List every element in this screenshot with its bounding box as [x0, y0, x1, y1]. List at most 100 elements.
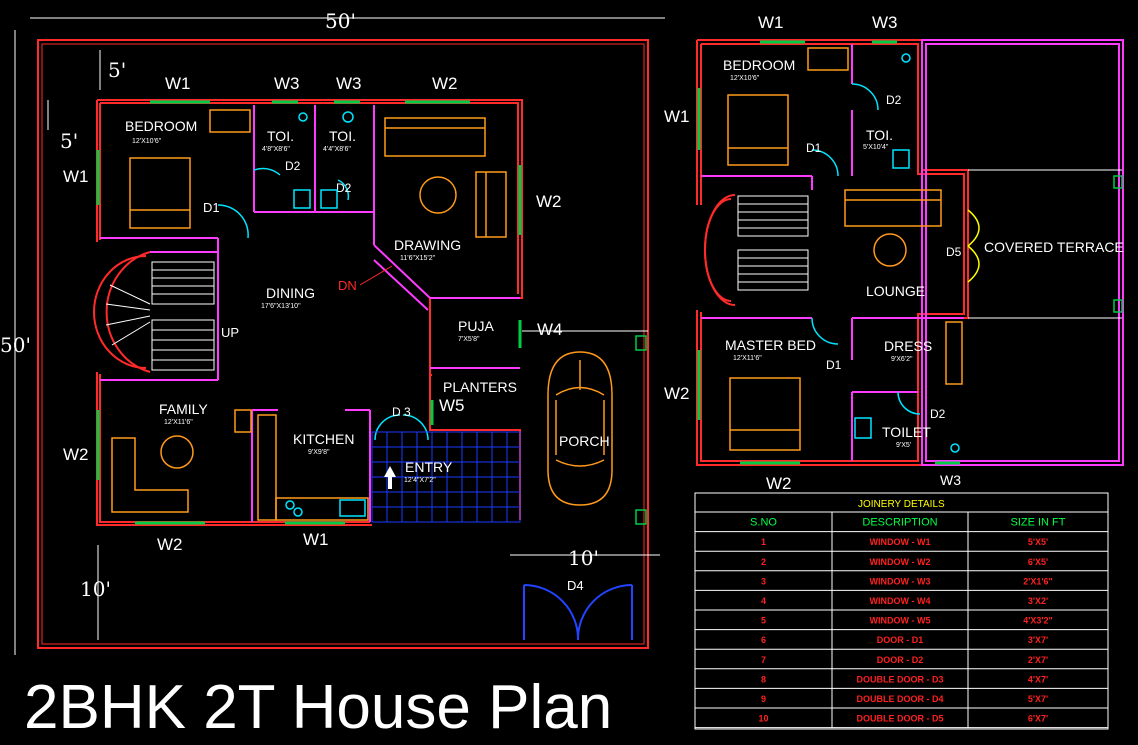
first-floor-plan: W1 W3 W1 W2 W2 W3 D1 D1 D2 D2 D5 BEDROOM…: [664, 13, 1124, 493]
ground-furniture: [111, 109, 507, 521]
bed-icon: [727, 94, 789, 166]
gf-drawing-size: 11'6"X15'2": [400, 255, 436, 262]
table-cell: 3: [761, 576, 766, 586]
gf-bedroom-name: BEDROOM: [125, 118, 197, 134]
gf-toi2-name: TOI.: [329, 128, 356, 144]
column-markers: [635, 335, 647, 525]
dim-setback-side: 10': [568, 546, 599, 570]
ground-floor-plan: 50' 50' 5' 5' 10' 10': [0, 9, 665, 655]
table-cell: WINDOW - W4: [870, 596, 931, 606]
table-cell: 3'X2': [1028, 596, 1048, 606]
entry-arrow-icon: [384, 466, 396, 489]
ff-win-bottom-w3: W3: [940, 472, 961, 488]
table-cell: 4'X3'2": [1023, 616, 1053, 626]
ff-lounge-name: LOUNGE: [866, 283, 925, 299]
sink-icon: [339, 499, 366, 517]
dim-setback-top: 5': [108, 58, 126, 82]
d5-door: [967, 209, 980, 283]
gf-door-d3: D 3: [392, 405, 411, 419]
table-cell: 9: [761, 694, 766, 704]
dim-setback-front: 10': [80, 577, 111, 601]
dim-setback-left: 5': [60, 129, 78, 153]
table-cell: 7: [761, 655, 766, 665]
gf-drawing-name: DRAWING: [394, 237, 461, 253]
gf-toi1-size: 4'8"X8'6": [262, 146, 290, 153]
ff-master-bed-name: MASTER BED: [725, 337, 816, 353]
ground-fixtures: [285, 111, 366, 517]
plot-boundary: [37, 39, 649, 649]
dim-plot-height: 50': [0, 333, 31, 357]
table-cell: DOUBLE DOOR - D5: [856, 714, 943, 724]
ff-toi-name: TOI.: [866, 127, 893, 143]
table-cell: 2: [761, 557, 766, 567]
table-cell: 8: [761, 674, 766, 684]
table-cell: 2'X7': [1028, 655, 1048, 665]
gf-win-left-w2: W2: [63, 445, 89, 464]
kitchen-counter: [257, 414, 277, 521]
gf-toi2-size: 4'4"X8'6": [323, 146, 351, 153]
ff-toi-size: 5'X10'4": [863, 144, 889, 151]
table-cell: WINDOW - W3: [870, 576, 931, 586]
table-cell: 6'X7': [1028, 714, 1048, 724]
stove-icon: [285, 500, 295, 510]
first-columns: [1113, 175, 1123, 313]
gf-door-d2b: D2: [336, 181, 352, 195]
table-cell: WINDOW - W5: [870, 616, 931, 626]
first-doors: [811, 83, 921, 415]
ff-dress-size: 9'X6'2": [891, 356, 913, 363]
gf-door-d4: D4: [567, 578, 584, 593]
table-cell: DOOR - D2: [877, 655, 924, 665]
shower-icon: [293, 189, 311, 209]
wardrobe: [945, 321, 963, 385]
lounge-table-icon: [873, 233, 907, 267]
ground-floor-inner-walls: [100, 105, 520, 522]
ff-win-top-w1: W1: [758, 13, 784, 32]
gf-door-d2a: D2: [285, 159, 301, 173]
table-column-header: S.NO: [750, 517, 777, 529]
ground-doors: [217, 167, 429, 441]
gf-kitchen-name: KITCHEN: [293, 431, 354, 447]
ground-staircase: [105, 261, 215, 371]
ff-toilet-name: TOILET: [882, 424, 931, 440]
ff-door-d2b: D2: [930, 407, 946, 421]
table-cell: 10: [758, 714, 768, 724]
table-cell: 5'X7': [1028, 694, 1048, 704]
gf-toi1-name: TOI.: [267, 128, 294, 144]
plot-boundary-inner: [41, 43, 645, 645]
master-bed-icon: [729, 377, 801, 451]
ff-door-d1b: D1: [826, 358, 842, 372]
gf-win-top-w1: W1: [165, 74, 191, 93]
car-icon: [547, 351, 613, 506]
ff-win-left-w2: W2: [664, 384, 690, 403]
gf-win-bottom-w1: W1: [303, 530, 329, 549]
gf-planters-name: PLANTERS: [443, 379, 517, 395]
gf-bedroom-size: 12'X10'6": [132, 138, 162, 145]
ff-dress-name: DRESS: [884, 338, 932, 354]
ff-bedroom-name: BEDROOM: [723, 57, 795, 73]
ff-toilet-size: 9'X5': [896, 442, 911, 449]
family-sofa-icon: [111, 437, 189, 513]
gf-win-top-w2: W2: [432, 74, 458, 93]
page-title: 2BHK 2T House Plan: [24, 673, 612, 742]
ground-windows: [96, 100, 522, 525]
table-cell: 2'X1'6": [1023, 576, 1053, 586]
covered-terrace-outline: [921, 39, 1124, 466]
gf-family-size: 12'X11'6": [164, 419, 193, 426]
table-cell: WINDOW - W2: [870, 557, 931, 567]
joinery-title: JOINERY DETAILS: [858, 499, 945, 510]
first-windows: [697, 40, 960, 465]
gf-puja-name: PUJA: [458, 318, 494, 334]
table-cell: 1: [761, 537, 766, 547]
stair-dn-arrow: [359, 265, 393, 286]
gf-win-bottom-w2: W2: [157, 535, 183, 554]
gf-entry-name: ENTRY: [405, 459, 453, 475]
dimension-lines: [14, 17, 665, 655]
ff-door-d2a: D2: [886, 93, 902, 107]
ff-win-top-w3: W3: [872, 13, 898, 32]
lounge-sofa-icon: [844, 189, 942, 227]
ff-door-d5: D5: [946, 245, 962, 259]
gf-win-left-w1: W1: [63, 167, 89, 186]
table-cell: 5: [761, 616, 766, 626]
